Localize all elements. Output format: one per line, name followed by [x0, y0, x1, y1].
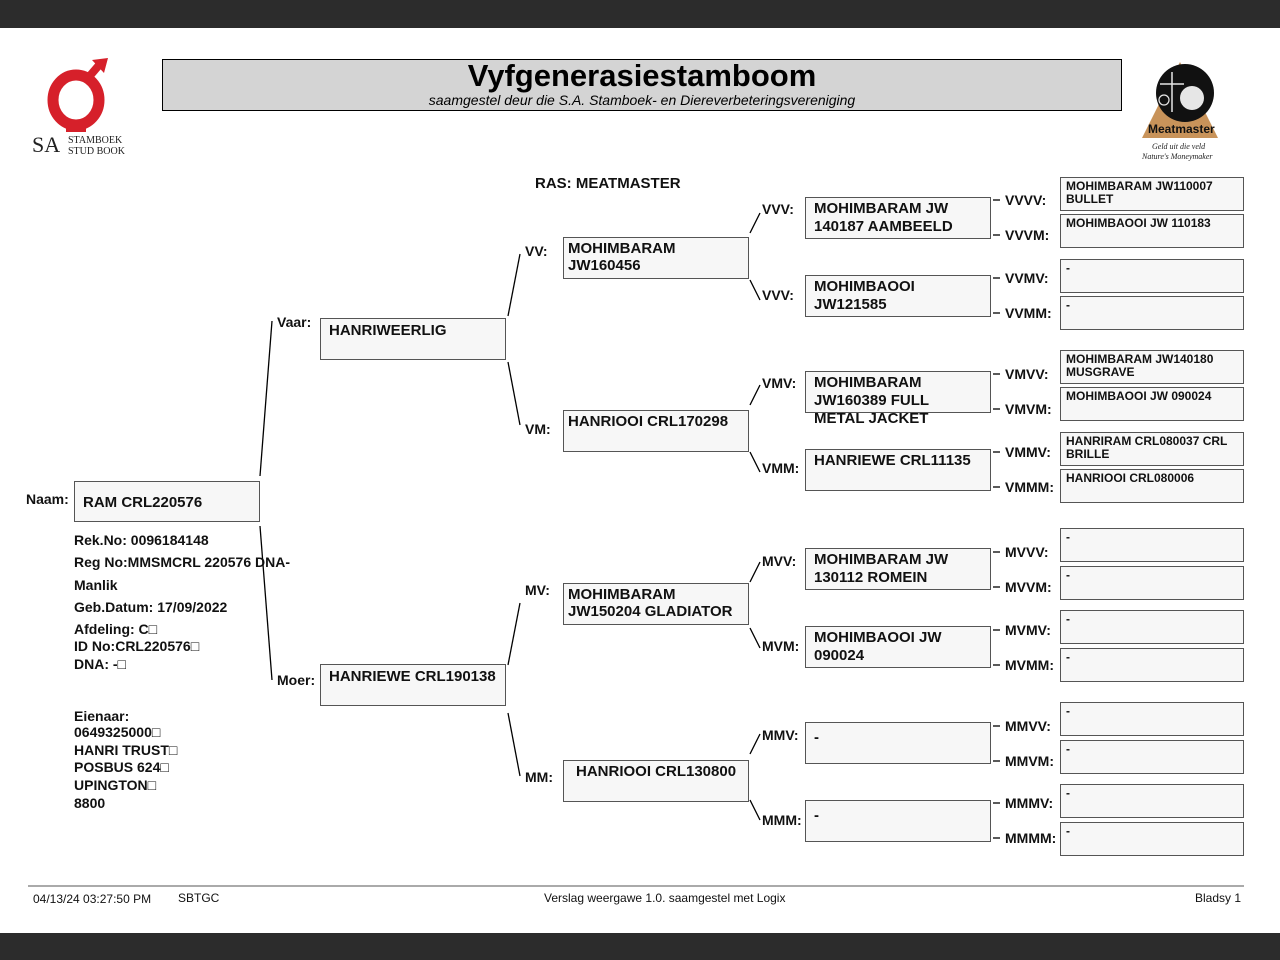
- vv-box: MOHIMBARAM JW160456: [563, 237, 749, 279]
- meatmaster-logo: Meatmaster Geld uit die veld Nature's Mo…: [1140, 60, 1220, 165]
- logo-line1: STAMBOEK: [68, 135, 123, 146]
- mvvm-box: -: [1060, 566, 1244, 600]
- meatmaster-tagline-2: Nature's Moneymaker: [1142, 152, 1213, 161]
- mm-box: HANRIOOI CRL130800: [563, 760, 749, 802]
- mmvv-box: -: [1060, 702, 1244, 736]
- vvmm-label: VVMM:: [1005, 305, 1052, 321]
- birth-date: Geb.Datum: 17/09/2022: [74, 599, 228, 615]
- mmvv-label: MMVV:: [1005, 718, 1051, 734]
- sex: Manlik: [74, 577, 118, 593]
- mmvm-label: MMVM:: [1005, 753, 1054, 769]
- dna: DNA: -□: [74, 656, 127, 672]
- mvvv-label: MVVV:: [1005, 544, 1049, 560]
- logo-line2: STUD BOOK: [68, 146, 125, 157]
- footer-timestamp: 04/13/24 03:27:50 PM: [33, 892, 152, 906]
- vmm-box: HANRIEWE CRL11135: [805, 449, 991, 491]
- section: Afdeling: C□: [74, 621, 158, 637]
- mvmm-label: MVMM:: [1005, 657, 1054, 673]
- mvv-box: MOHIMBARAM JW 130112 ROMEIN: [805, 548, 991, 590]
- page-title: Vyfgenerasiestamboom: [467, 58, 817, 93]
- mmmv-box: -: [1060, 784, 1244, 818]
- mmvm-box: -: [1060, 740, 1244, 774]
- vmm-label: VMM:: [762, 460, 800, 476]
- pedigree-connectors: [28, 199, 1244, 887]
- vmvv-label: VMVV:: [1005, 366, 1049, 382]
- vvvm-box: MOHIMBAOOI JW 110183: [1060, 214, 1244, 248]
- vmvv-box: MOHIMBARAM JW140180 MUSGRAVE: [1060, 350, 1244, 384]
- mvv-label: MVV:: [762, 553, 797, 569]
- vvmv-label: VVMV:: [1005, 270, 1049, 286]
- vmv-box: MOHIMBARAM JW160389 FULL METAL JACKET: [805, 371, 991, 427]
- mvm-label: MVM:: [762, 638, 800, 654]
- sa-studbook-logo: SA STAMBOEK STUD BOOK: [32, 58, 132, 157]
- sire-box: HANRIWEERLIG: [320, 318, 506, 360]
- dam-box: HANRIEWE CRL190138: [320, 664, 506, 706]
- mv-label: MV:: [525, 582, 550, 598]
- vmvm-label: VMVM:: [1005, 401, 1052, 417]
- mvmv-label: MVMV:: [1005, 622, 1051, 638]
- vvvm-label: VVVM:: [1005, 227, 1050, 243]
- vvmm-box: -: [1060, 296, 1244, 330]
- mmmm-label: MMMM:: [1005, 830, 1057, 846]
- vv-label: VV:: [525, 243, 548, 259]
- animal-name-box: RAM CRL220576: [74, 481, 260, 522]
- vm-box: HANRIOOI CRL170298: [563, 410, 749, 452]
- vvm-label: VVV:: [762, 287, 794, 303]
- logo-sa-text: SA: [32, 132, 61, 157]
- vvmv-box: -: [1060, 259, 1244, 293]
- owner-label: Eienaar:: [74, 708, 130, 724]
- vvm-box: MOHIMBAOOI JW121585: [805, 275, 991, 317]
- studbook-emblem-icon: [47, 58, 108, 133]
- vmmm-box: HANRIOOI CRL080006: [1060, 469, 1244, 503]
- vvv-label: VVV:: [762, 201, 794, 217]
- vmmm-label: VMMM:: [1005, 479, 1054, 495]
- vvvv-label: VVVV:: [1005, 192, 1047, 208]
- mmv-label: MMV:: [762, 727, 799, 743]
- breed-label: RAS: MEATMASTER: [535, 175, 681, 192]
- mvmm-box: -: [1060, 648, 1244, 682]
- pedigree-page: SA STAMBOEK STUD BOOK Vyfgenerasiestambo…: [0, 28, 1280, 933]
- owner-line: UPINGTON□: [74, 777, 157, 793]
- id-no: ID No:CRL220576□: [74, 638, 200, 654]
- animal-name-label: Naam:: [26, 491, 69, 507]
- vmmv-box: HANRIRAM CRL080037 CRL BRILLE: [1060, 432, 1244, 466]
- mmm-box: -: [805, 800, 991, 842]
- title-box: Vyfgenerasiestamboom saamgestel deur die…: [162, 59, 1122, 111]
- owner-line: POSBUS 624□: [74, 759, 169, 775]
- footer-page: Bladsy 1: [1195, 891, 1242, 905]
- vmvm-box: MOHIMBAOOI JW 090024: [1060, 387, 1244, 421]
- mmmm-box: -: [1060, 822, 1244, 856]
- mvm-box: MOHIMBAOOI JW 090024: [805, 626, 991, 668]
- mvvm-label: MVVM:: [1005, 579, 1052, 595]
- vmv-label: VMV:: [762, 375, 797, 391]
- owner-line: HANRI TRUST□: [74, 742, 178, 758]
- meatmaster-brand: Meatmaster: [1148, 122, 1215, 136]
- footer-code: SBTGC: [178, 891, 220, 905]
- meatmaster-tagline-1: Geld uit die veld: [1152, 142, 1206, 151]
- page-subtitle: saamgestel deur die S.A. Stamboek- en Di…: [428, 92, 856, 108]
- owner-line: 0649325000□: [74, 724, 161, 740]
- mvvv-box: -: [1060, 528, 1244, 562]
- sire-label: Vaar:: [277, 314, 312, 330]
- mv-box: MOHIMBARAM JW150204 GLADIATOR: [563, 583, 749, 625]
- mm-label: MM:: [525, 769, 553, 785]
- mvmv-box: -: [1060, 610, 1244, 644]
- owner-line: 8800: [74, 795, 106, 811]
- mmm-label: MMM:: [762, 812, 802, 828]
- footer-report: Verslag weergawe 1.0. saamgestel met Log…: [544, 891, 786, 905]
- vvv-box: MOHIMBARAM JW 140187 AAMBEELD: [805, 197, 991, 239]
- mmv-box: -: [805, 722, 991, 764]
- vmmv-label: VMMV:: [1005, 444, 1051, 460]
- reg-no: Reg No:MMSMCRL 220576 DNA-: [74, 554, 290, 570]
- vm-label: VM:: [525, 421, 551, 437]
- dam-label: Moer:: [277, 672, 316, 688]
- mmmv-label: MMMV:: [1005, 795, 1054, 811]
- meatmaster-emblem-icon: [1142, 62, 1218, 138]
- rek-no: Rek.No: 0096184148: [74, 532, 209, 548]
- vvvv-box: MOHIMBARAM JW110007 BULLET: [1060, 177, 1244, 211]
